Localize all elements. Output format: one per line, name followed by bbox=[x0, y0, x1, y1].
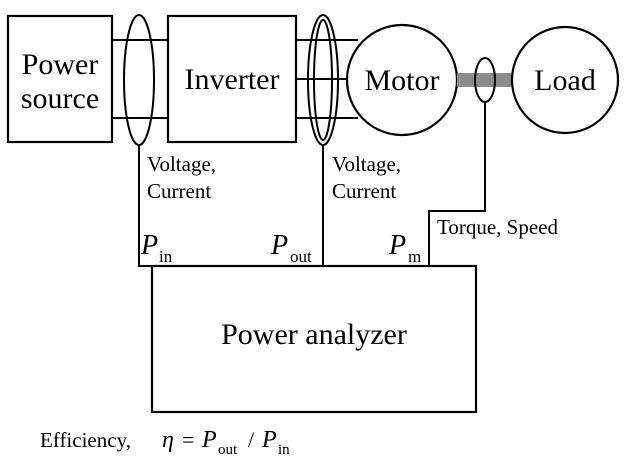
shaft bbox=[457, 73, 513, 87]
formula-slash: / bbox=[248, 427, 255, 452]
formula-p-out-subscript: out bbox=[218, 442, 238, 458]
p-in-subscript: in bbox=[159, 247, 173, 266]
inverter-block bbox=[166, 14, 298, 144]
p-in-label: P in bbox=[140, 230, 173, 266]
p-out-label: P out bbox=[270, 230, 312, 266]
probe-2-label-line2: Current bbox=[332, 179, 396, 203]
probe-2-label-line1: Voltage, bbox=[332, 152, 401, 176]
formula-eta: η bbox=[162, 427, 174, 453]
power-source-label-line2: source bbox=[21, 82, 99, 115]
load-block bbox=[510, 25, 620, 135]
formula-p-in-symbol: P bbox=[261, 427, 277, 453]
power-analyzer-label: Power analyzer bbox=[221, 318, 407, 351]
power-analyzer-block bbox=[150, 264, 478, 414]
p-m-label: P m bbox=[388, 230, 421, 266]
probe-3-lead bbox=[428, 102, 486, 266]
p-m-symbol: P bbox=[388, 230, 406, 261]
p-m-subscript: m bbox=[408, 247, 421, 266]
power-source-block bbox=[6, 14, 114, 144]
power-source-label-line1: Power bbox=[22, 48, 99, 81]
probe-2-clamp-inner bbox=[313, 19, 333, 141]
inverter-label: Inverter bbox=[185, 63, 280, 96]
p-out-symbol: P bbox=[270, 230, 288, 261]
motor-label: Motor bbox=[365, 64, 440, 97]
formula-p-in-subscript: in bbox=[278, 442, 290, 458]
probe-1-label-line1: Voltage, bbox=[147, 152, 216, 176]
probe-1-label-line2: Current bbox=[147, 179, 211, 203]
probe-1-clamp bbox=[123, 14, 155, 146]
p-in-symbol: P bbox=[140, 230, 158, 261]
load-label: Load bbox=[534, 64, 596, 97]
formula-equals: = bbox=[182, 427, 194, 452]
formula-p-out-symbol: P bbox=[201, 427, 217, 453]
probe-3-label: Torque, Speed bbox=[437, 215, 558, 239]
efficiency-formula: Efficiency, η = P out / P in bbox=[40, 427, 290, 458]
p-out-subscript: out bbox=[290, 247, 312, 266]
formula-prefix: Efficiency, bbox=[40, 428, 131, 452]
